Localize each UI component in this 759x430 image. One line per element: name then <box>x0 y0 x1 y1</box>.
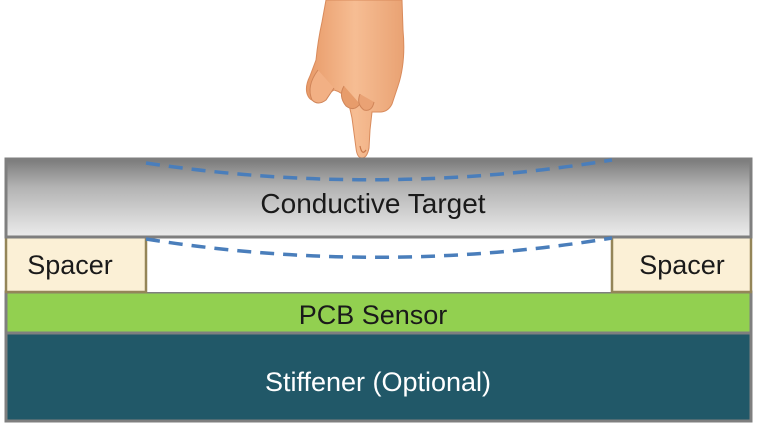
conductive-target-layer: Conductive Target <box>4 157 753 239</box>
pointing-finger-icon <box>305 0 405 159</box>
deflection-curve-top <box>145 158 613 182</box>
stiffener-label: Stiffener (Optional) <box>265 367 491 397</box>
spacer-right: Spacer <box>610 235 753 294</box>
deflection-curve-bottom <box>145 236 613 259</box>
stiffener-layer: Stiffener (Optional) <box>4 331 753 423</box>
pcb-sensor-layer: PCB Sensor <box>4 290 753 335</box>
spacer-left: Spacer <box>4 235 148 294</box>
pcb-sensor-label: PCB Sensor <box>299 300 448 330</box>
spacer-right-label: Spacer <box>639 250 725 280</box>
conductive-target-label: Conductive Target <box>260 188 485 219</box>
air-gap <box>146 237 612 292</box>
spacer-left-label: Spacer <box>27 250 113 280</box>
